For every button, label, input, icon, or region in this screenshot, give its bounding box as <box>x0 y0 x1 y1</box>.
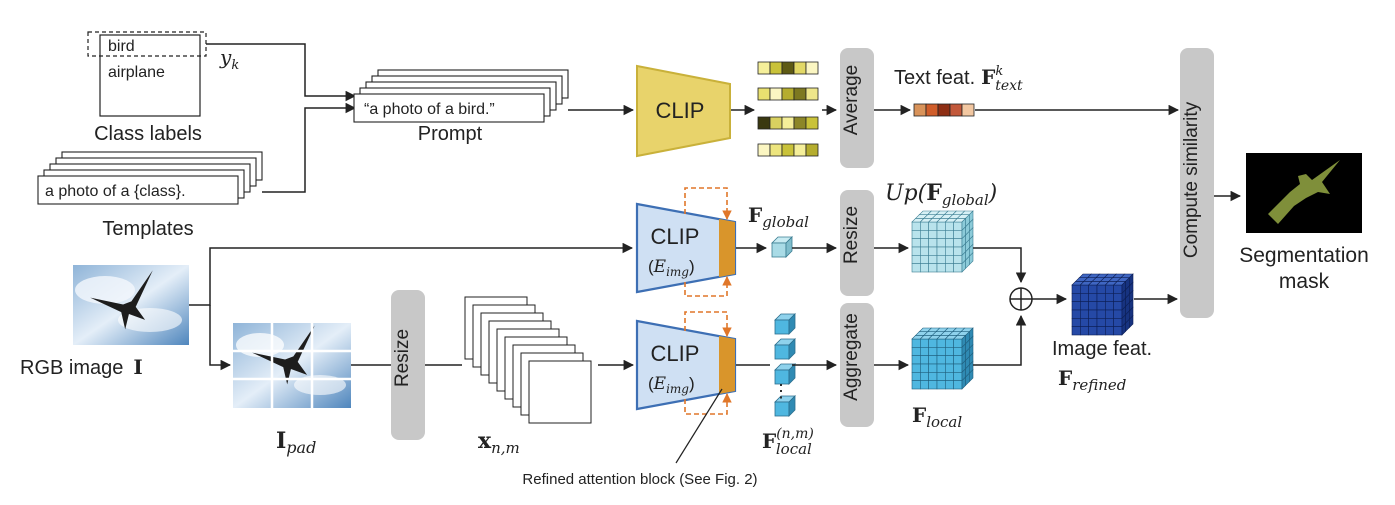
text-embedding-row <box>757 87 819 101</box>
prompt-caption: Prompt <box>418 123 483 145</box>
padded-image-grid <box>233 323 351 408</box>
embedding-cell <box>769 116 783 130</box>
f-local-small-cube <box>774 363 796 385</box>
templates-stack: a photo of a {class}. <box>37 151 263 205</box>
class-labels-box: bird airplane <box>87 31 207 117</box>
text-feat-cell <box>949 103 963 117</box>
resize-image-label: Resize <box>392 329 413 387</box>
embedding-cell <box>781 61 795 75</box>
class-labels-caption: Class labels <box>94 123 202 145</box>
vdots: ⋮ <box>772 381 790 402</box>
embedding-cell <box>757 116 771 130</box>
segmentation-mask <box>1246 153 1362 233</box>
embedding-cell <box>757 143 771 157</box>
clip-image-encoder-local: CLIP (Eimg) <box>635 311 737 415</box>
f-local-nm-label: F(n,m)local <box>762 426 814 458</box>
f-refined-cube <box>1071 273 1134 336</box>
clip-local-label: CLIP <box>651 341 700 366</box>
clip-text-encoder: CLIP <box>636 64 731 158</box>
resize-global-label: Resize <box>841 206 862 264</box>
embedding-cell <box>805 116 819 130</box>
resize-image-op: Resize <box>391 290 425 440</box>
arrow-labels-to-prompt <box>206 43 357 102</box>
crop-stack <box>464 296 592 424</box>
embedding-cell <box>805 61 819 75</box>
y-k-label: yk <box>219 45 239 73</box>
resize-global-op: Resize <box>840 190 874 296</box>
f-global-label: Fglobal <box>748 203 809 231</box>
text-feature-vector <box>913 103 975 117</box>
arrow-templates-to-prompt <box>262 102 357 193</box>
attention-feedback-top-local <box>684 311 732 337</box>
text-feat-cell <box>913 103 927 117</box>
text-embedding-row <box>757 61 819 75</box>
f-local-cube <box>911 327 974 390</box>
i-pad-label: Ipad <box>276 428 316 457</box>
average-op: Average <box>840 48 874 168</box>
arrow-flocal-to-sum <box>973 314 1027 366</box>
text-embedding-row <box>757 143 819 157</box>
templates-caption: Templates <box>102 218 193 240</box>
embedding-cell <box>793 61 807 75</box>
segmentation-label-line2: mask <box>1279 270 1330 293</box>
embedding-cell <box>781 116 795 130</box>
embedding-cell <box>757 87 771 101</box>
f-global-cube <box>771 236 793 258</box>
clip-image-encoder-global: CLIP (Eimg) <box>635 187 737 297</box>
text-embeddings <box>757 61 819 157</box>
class-label-bird: bird <box>108 38 135 55</box>
segmentation-label-line1: Segmentation <box>1239 244 1369 267</box>
rgb-image <box>73 265 189 345</box>
compute-similarity-op: Compute similarity <box>1180 48 1214 318</box>
attention-feedback-bottom-global <box>684 276 732 297</box>
template-text: a photo of a {class}. <box>45 183 186 200</box>
refined-attention-note: Refined attention block (See Fig. 2) <box>522 471 757 488</box>
text-feat-cell <box>925 103 939 117</box>
up-f-global-cube <box>911 210 974 273</box>
up-f-global-label: Up(Fglobal) <box>885 180 997 209</box>
aggregate-op: Aggregate <box>840 303 874 427</box>
sum-node <box>1009 287 1033 311</box>
embedding-cell <box>769 87 783 101</box>
attention-feedback-top-global <box>684 187 732 220</box>
embedding-cell <box>793 116 807 130</box>
aggregate-label: Aggregate <box>841 313 862 401</box>
embedding-cell <box>793 143 807 157</box>
f-local-small-cube <box>774 395 796 417</box>
arrow-image-to-pad <box>209 305 232 371</box>
annotation-leader-line <box>675 388 723 464</box>
clip-global-label: CLIP <box>651 224 700 249</box>
f-local-nm-cubes <box>774 313 796 417</box>
embedding-cell <box>781 87 795 101</box>
image-feat-label: Image feat. <box>1052 338 1152 360</box>
prompt-text: “a photo of a bird.” <box>364 101 495 118</box>
embedding-cell <box>793 87 807 101</box>
class-label-airplane: airplane <box>108 64 165 81</box>
crop-patch <box>528 360 592 424</box>
arrow-upglobal-to-sum <box>973 247 1027 284</box>
prompt-stack: “a photo of a bird.” <box>353 69 569 123</box>
arrow-image-to-clip-global <box>189 242 634 306</box>
embedding-cell <box>757 61 771 75</box>
f-local-label: Flocal <box>912 403 962 431</box>
x-nm-label: xn,m <box>478 428 520 457</box>
text-feat-cell <box>937 103 951 117</box>
f-local-small-cube <box>774 313 796 335</box>
embedding-cell <box>805 143 819 157</box>
text-embedding-row <box>757 116 819 130</box>
embedding-cell <box>769 61 783 75</box>
embedding-cell <box>805 87 819 101</box>
embedding-cell <box>769 143 783 157</box>
f-local-small-cube <box>774 338 796 360</box>
text-feat-cell <box>961 103 975 117</box>
f-refined-label: Frefined <box>1058 366 1126 394</box>
clip-text-label: CLIP <box>656 98 705 123</box>
compute-similarity-label: Compute similarity <box>1181 101 1202 258</box>
embedding-cell <box>781 143 795 157</box>
average-label: Average <box>841 65 862 135</box>
